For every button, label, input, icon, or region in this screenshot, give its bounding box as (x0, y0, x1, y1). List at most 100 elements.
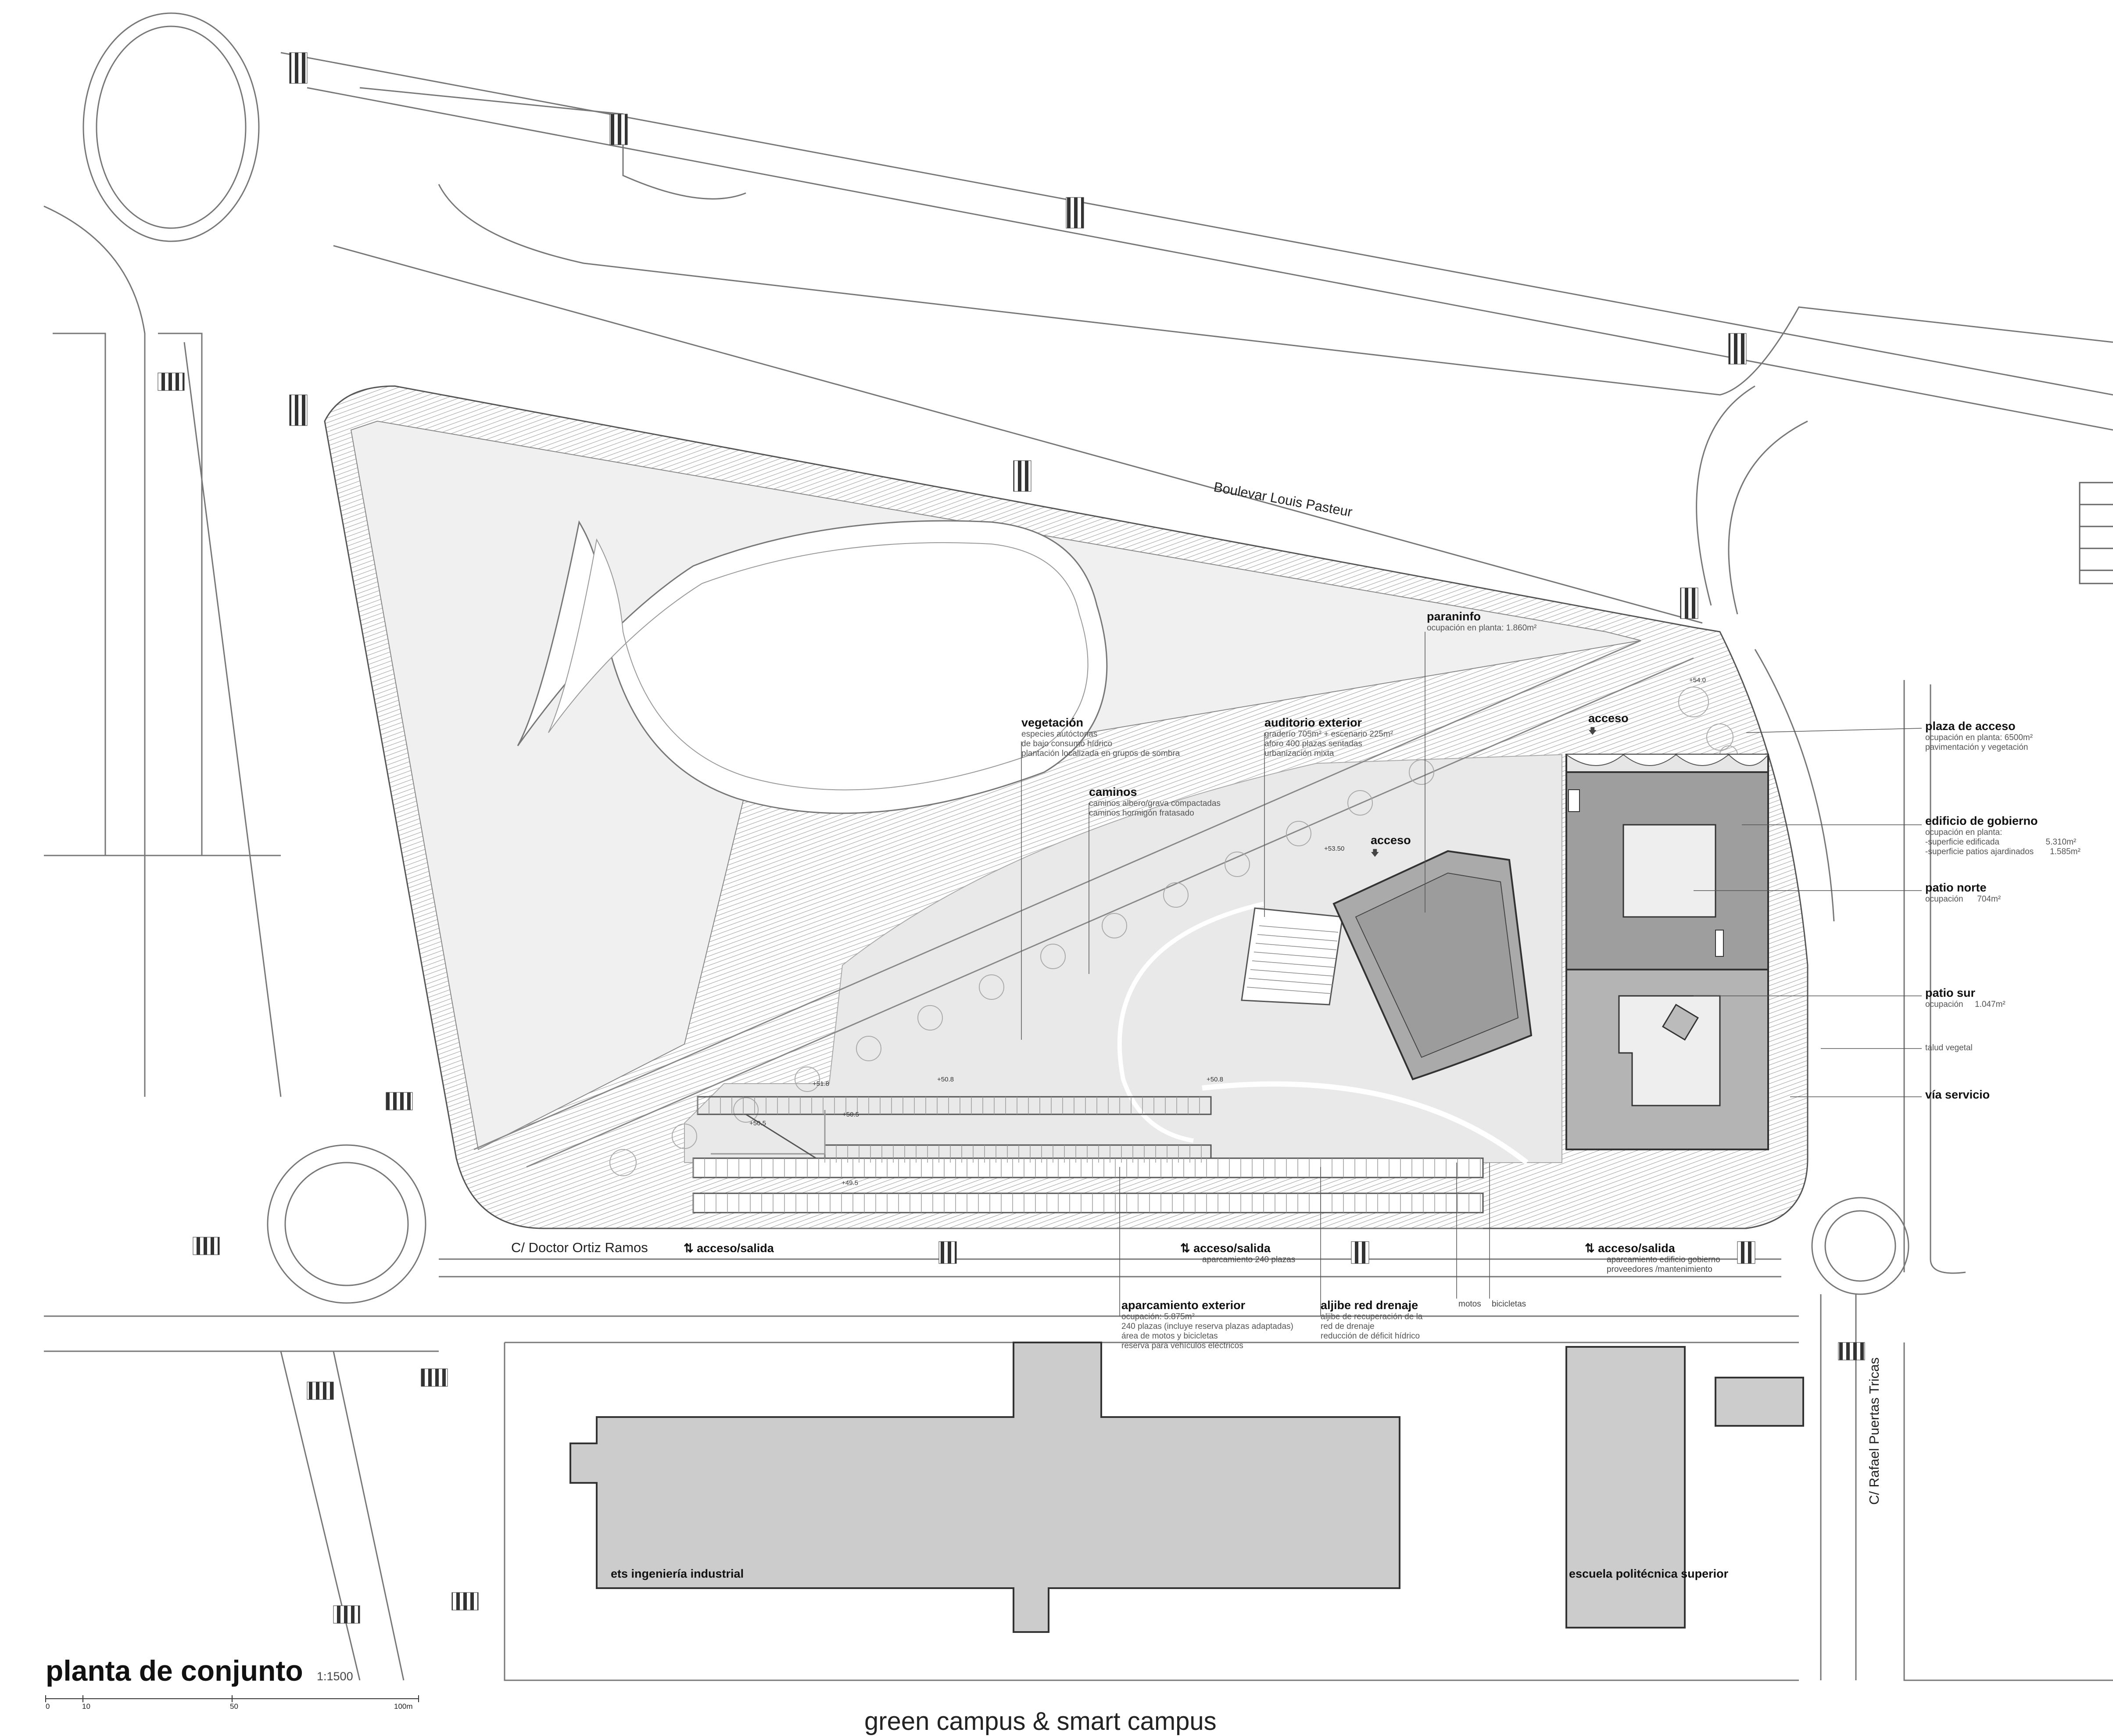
label-line: ocupación 1.047m² (1925, 1000, 2006, 1009)
label-via: vía servicio (1925, 1088, 1990, 1102)
building-label-eps: escuela politécnica superior (1569, 1567, 1729, 1580)
label-line: pavimentación y vegetación (1925, 742, 2028, 752)
access-label-middle: acceso 🡇 (1371, 834, 1411, 861)
access-label-north: acceso 🡇 (1588, 712, 1629, 739)
access-text: acceso/salida (1598, 1242, 1675, 1255)
auditorium (1241, 907, 1343, 1006)
label-line: caminos albero/grava compactadas (1089, 799, 1221, 809)
level-marker: +49.5 (842, 1179, 858, 1187)
label-title: edificio de gobierno (1925, 814, 2038, 827)
street-label-doctor: C/ Doctor Ortiz Ramos (511, 1240, 648, 1255)
label-line: reserva para vehículos eléctricos (1121, 1341, 1243, 1350)
updown-arrow-icon: ⇅ (684, 1242, 694, 1255)
label-line: ocupación en planta: (1925, 828, 2002, 838)
label-line: 240 plazas (incluye reserva plazas adapt… (1121, 1321, 1293, 1331)
label-patio-norte: patio norte ocupación 704m² (1925, 881, 2001, 904)
street-label-rafael: C/ Rafael Puertas Tricas (1866, 1357, 1882, 1505)
label-line: reducción de déficit hídrico (1321, 1331, 1420, 1341)
label-title: auditorio exterior (1264, 716, 1362, 729)
label-vegetacion: vegetación especies autóctonas de bajo c… (1021, 716, 1180, 759)
level-marker: +51.8 (813, 1080, 829, 1088)
label-line: -superficie patios ajardinados 1.585m² (1925, 847, 2081, 856)
access-text: acceso/salida (1193, 1242, 1271, 1255)
label-line: urbanización mixta (1264, 748, 1334, 758)
label-auditorio: auditorio exterior graderío 705m² + esce… (1264, 716, 1393, 759)
label-line: graderío 705m² + escenario 225m² (1264, 730, 1393, 739)
access-text: acceso (1371, 834, 1411, 847)
paraninfo-building (1332, 850, 1533, 1081)
parking-stalls (693, 1097, 1481, 1213)
crosswalks (158, 52, 1865, 1624)
ne-structure (2079, 482, 2113, 584)
access-text: acceso (1588, 712, 1629, 725)
label-line: aforo 400 plazas sentadas (1264, 739, 1362, 748)
label-title: plaza de acceso (1925, 719, 2016, 733)
level-marker: +50.5 (749, 1120, 766, 1127)
access-sub: aparcamiento 240 plazas (1202, 1255, 1296, 1264)
road-network (43, 12, 2113, 1681)
label-line: de bajo consumo hídrico (1021, 739, 1113, 748)
access-sub: aparcamiento edificio gobierno (1607, 1255, 1720, 1264)
label-line: -superficie edificada 5.310m² (1925, 837, 2077, 847)
label-line: aljibe de recuperación de la (1321, 1312, 1423, 1322)
label-patio-sur: patio sur ocupación 1.047m² (1925, 986, 2006, 1009)
label-title: vía servicio (1925, 1088, 1990, 1101)
label-motos: motos (1458, 1299, 1481, 1309)
label-line: plantación localizada en grupos de sombr… (1021, 748, 1180, 758)
access-sub: proveedores /mantenimiento (1607, 1265, 1712, 1274)
level-marker: +50.5 (842, 1111, 859, 1118)
label-title: patio sur (1925, 986, 1976, 999)
label-caminos: caminos caminos albero/grava compactadas… (1089, 785, 1221, 818)
label-line: ocupación 704m² (1925, 895, 2001, 904)
parking-area (692, 1096, 1484, 1229)
down-arrow-icon: 🡇 (1588, 727, 1597, 736)
level-marker: +50.8 (937, 1076, 954, 1083)
scale-tick: 0 (46, 1702, 50, 1711)
label-title: caminos (1089, 785, 1137, 798)
scale-tick: 100m (394, 1702, 413, 1711)
label-line: talud vegetal (1925, 1043, 1973, 1052)
level-marker: +50.8 (1207, 1076, 1223, 1083)
plan-title: planta de conjunto (46, 1654, 303, 1687)
label-line: área de motos y bicicletas (1121, 1331, 1218, 1341)
access-label-parking: ⇅ acceso/salida aparcamiento 240 plazas (1180, 1242, 1295, 1265)
trees (609, 687, 1738, 1176)
label-line: ocupación: 5.875m² (1121, 1312, 1195, 1322)
label-plaza: plaza de acceso ocupación en planta: 650… (1925, 719, 2033, 752)
access-text: acceso/salida (697, 1242, 774, 1255)
access-label-west: ⇅ acceso/salida (684, 1242, 774, 1255)
scale-tick: 50 (230, 1702, 238, 1711)
updown-arrow-icon: ⇅ (1180, 1242, 1190, 1255)
label-title: paraninfo (1427, 610, 1481, 623)
label-title: aparcamiento exterior (1121, 1299, 1246, 1312)
leader-lines (1021, 632, 1922, 1316)
label-line: especies autóctonas (1021, 730, 1098, 739)
label-title: vegetación (1021, 716, 1084, 729)
label-title: aljibe red drenaje (1321, 1299, 1418, 1312)
plan-scale: 1:1500 (317, 1670, 353, 1683)
scale-bar: 0 10 50 100m (46, 1699, 419, 1712)
label-aparcamiento: aparcamiento exterior ocupación: 5.875m²… (1121, 1299, 1293, 1350)
label-paraninfo: paraninfo ocupación en planta: 1.860m² (1427, 610, 1536, 633)
label-line: red de drenaje (1321, 1321, 1375, 1331)
building-label-ets: ets ingeniería industrial (611, 1567, 744, 1580)
label-line: caminos hormigón fratasado (1089, 808, 1194, 818)
label-line: ocupación en planta: 1.860m² (1427, 623, 1537, 633)
label-bicicletas: bicicletas (1492, 1299, 1526, 1309)
updown-arrow-icon: ⇅ (1585, 1242, 1595, 1255)
down-arrow-icon: 🡇 (1371, 849, 1379, 858)
label-title: patio norte (1925, 881, 1987, 894)
label-edificio: edificio de gobierno ocupación en planta… (1925, 814, 2081, 857)
label-talud: talud vegetal (1925, 1043, 1973, 1053)
scale-tick: 10 (82, 1702, 90, 1711)
level-marker: +53.50 (1324, 845, 1345, 852)
access-label-east: ⇅ acceso/salida aparcamiento edificio go… (1585, 1242, 1720, 1274)
level-marker: +54.0 (1689, 677, 1706, 684)
scale-bar-graphic (45, 1695, 419, 1702)
south-buildings (569, 1342, 1804, 1633)
label-aljibe: aljibe red drenaje aljibe de recuperació… (1321, 1299, 1422, 1341)
label-line: ocupación en planta: 6500m² (1925, 733, 2033, 743)
footer-caption: green campus & smart campus (864, 1707, 1217, 1736)
government-building (1565, 754, 1769, 1150)
